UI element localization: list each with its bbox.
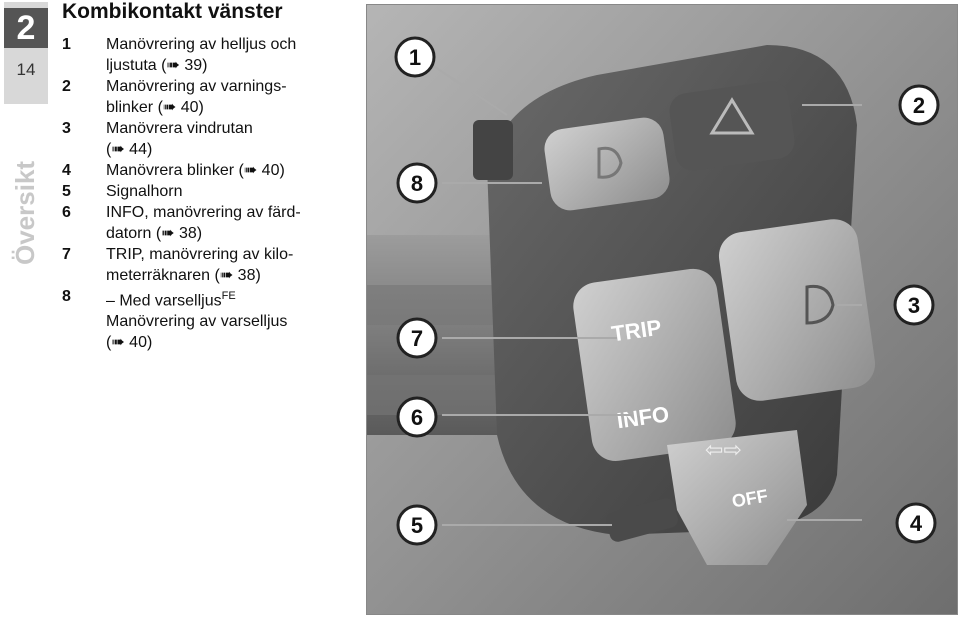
callout-6: 6 (396, 396, 438, 438)
legend-text: Manövrering av helljus och (106, 36, 297, 53)
svg-text:7: 7 (411, 326, 423, 351)
callout-5: 5 (396, 504, 438, 546)
legend-list: 1 Manövrering av helljus och ljustuta (➠… (62, 34, 362, 353)
legend-text: Manövrera blinker (➠ 40) (106, 162, 285, 179)
callout-3: 3 (893, 284, 935, 326)
legend-number: 5 (62, 183, 71, 200)
svg-text:2: 2 (913, 93, 925, 118)
legend-text: datorn (➠ 38) (106, 225, 203, 242)
turn-signal-switch (667, 430, 807, 565)
legend-text: (➠ 44) (106, 141, 153, 158)
switch-photo: TRIP INFO OFF ⇦⇨ 1 2 3 4 5 6 7 8 (366, 4, 958, 615)
legend-item: 2 Manövrering av varnings- blinker (➠ 40… (62, 76, 362, 118)
callout-1: 1 (394, 36, 436, 78)
hazard-button (669, 81, 795, 171)
page-title: Kombikontakt vänster (62, 0, 283, 23)
horn-button (606, 498, 678, 542)
svg-text:5: 5 (411, 513, 423, 538)
svg-text:6: 6 (411, 405, 423, 430)
superscript-marker: FE (221, 290, 236, 302)
legend-item: 7 TRIP, manövrering av kilo- meterräknar… (62, 244, 362, 286)
legend-number: 7 (62, 246, 71, 263)
chapter-number: 2 (4, 8, 48, 48)
svg-text:3: 3 (908, 293, 920, 318)
legend-number: 2 (62, 78, 71, 95)
svg-text:8: 8 (411, 171, 423, 196)
legend-item: 5 Signalhorn (62, 181, 362, 202)
svg-text:1: 1 (409, 45, 421, 70)
legend-text: blinker (➠ 40) (106, 99, 204, 116)
trip-info-rocker (573, 268, 736, 462)
windscreen-icon (805, 284, 835, 325)
callout-4: 4 (895, 502, 937, 544)
turn-arrows-icon: ⇦⇨ (705, 438, 742, 463)
page-number: 14 (16, 60, 36, 79)
legend-item: 4 Manövrera blinker (➠ 40) (62, 160, 362, 181)
high-beam-button (544, 117, 670, 211)
chapter-tab: 2 14 (4, 2, 48, 104)
legend-text: Signalhorn (106, 183, 183, 200)
legend-text-with-superscript: – Med varselljusFE (106, 290, 236, 310)
legend-item: 8 – Med varselljusFE Manövrering av vars… (62, 286, 362, 353)
legend-number: 4 (62, 162, 71, 179)
legend-item: 3 Manövrera vindrutan (➠ 44) (62, 118, 362, 160)
section-side-label: Översikt (10, 160, 40, 265)
high-beam-icon (597, 146, 623, 179)
windscreen-button (718, 219, 876, 401)
legend-text: meterräknaren (➠ 38) (106, 267, 261, 284)
legend-text: ljustuta (➠ 39) (106, 57, 208, 74)
hazard-icon (709, 97, 755, 135)
callout-7: 7 (396, 317, 438, 359)
headlight-lever (473, 120, 513, 180)
legend-number: 3 (62, 120, 71, 137)
svg-text:4: 4 (910, 511, 923, 536)
legend-text: (➠ 40) (106, 334, 153, 352)
legend-text: INFO, manövrering av färd- (106, 204, 301, 221)
legend-number: 6 (62, 204, 71, 221)
callout-2: 2 (898, 84, 940, 126)
legend-item: 6 INFO, manövrering av färd- datorn (➠ 3… (62, 202, 362, 244)
legend-text: Manövrering av varselljus (106, 313, 288, 331)
legend-number: 1 (62, 36, 71, 53)
callout-8: 8 (396, 162, 438, 204)
legend-text: Manövrering av varnings- (106, 78, 287, 95)
legend-item: 1 Manövrering av helljus och ljustuta (➠… (62, 34, 362, 76)
legend-number: 8 (62, 288, 71, 305)
legend-text: TRIP, manövrering av kilo- (106, 246, 294, 263)
legend-text: Manövrera vindrutan (106, 120, 253, 137)
